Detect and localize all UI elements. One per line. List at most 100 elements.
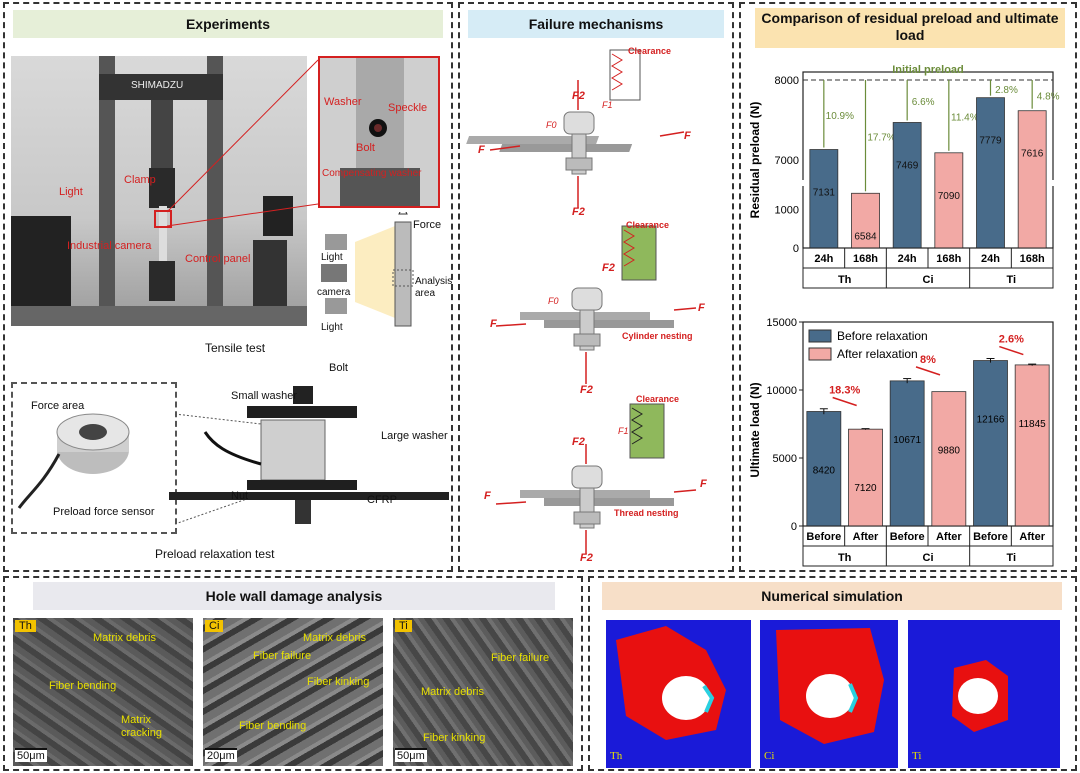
- fiber-kinking-label-ti: Fiber kinking: [423, 732, 486, 744]
- scale-bar-ti: 50μm: [395, 748, 427, 762]
- preload-sensor-label: Preload force sensor: [53, 506, 155, 518]
- category-label: 24h: [814, 253, 833, 265]
- hole-wall-title: Hole wall damage analysis: [33, 582, 555, 610]
- small-washer-label: Small washer: [231, 390, 298, 402]
- force-f2-label-1: F2: [572, 90, 585, 102]
- percent-label: 10.9%: [826, 111, 854, 122]
- washer-label: Washer: [324, 96, 362, 108]
- legend-label: After relaxation: [837, 347, 918, 361]
- drop-arrow: [999, 345, 1024, 356]
- specimen-zoom-photo: Washer Speckle Bolt Compensating washer: [318, 56, 440, 208]
- fiber-bending-label-ci: Fiber bending: [239, 720, 307, 732]
- matrix-debris-label-ti: Matrix debris: [421, 686, 484, 698]
- ytick-label: 15000: [766, 317, 797, 329]
- fiber-failure-label-ci: Fiber failure: [253, 650, 312, 662]
- bolt-label: Bolt: [356, 142, 375, 154]
- force-f1-label-1: F1: [602, 100, 613, 110]
- force-f-label-right-3: F: [700, 478, 707, 490]
- force-f-label-left-3: F: [484, 490, 491, 502]
- fiber-failure-label-ti: Fiber failure: [491, 652, 550, 664]
- failure-panel: Failure mechanisms: [458, 2, 734, 572]
- residual-preload-chart: Initial preload713110.9%658417.7%74696.6…: [748, 64, 1060, 289]
- simulation-ci: Ci: [760, 620, 898, 768]
- camera-label: camera: [317, 287, 351, 298]
- group-label: Ti: [1007, 552, 1017, 564]
- bolted-joint-drawing: [169, 386, 449, 525]
- ytick-label: 1000: [775, 204, 799, 216]
- ytick-label: 0: [793, 243, 799, 255]
- force-f2-label-bottom-1: F2: [572, 206, 585, 218]
- sem-tag-ti: Ti: [395, 620, 412, 632]
- bar: [1017, 110, 1047, 249]
- category-label: 168h: [936, 253, 961, 265]
- hole-wall-panel: Hole wall damage analysis Th Matrix debr…: [3, 576, 583, 771]
- bar-value-label: 8420: [813, 465, 836, 476]
- sem-tag-th: Th: [15, 620, 36, 632]
- scale-bar-ci: 20μm: [205, 748, 237, 762]
- scale-bar-th: 50μm: [15, 748, 47, 762]
- percent-label: 2.6%: [999, 334, 1024, 346]
- comparison-panel: Comparison of residual preload and ultim…: [739, 2, 1077, 572]
- experiments-title: Experiments: [13, 10, 443, 38]
- light-label: Light: [59, 186, 83, 198]
- clamp-label: Clamp: [124, 174, 156, 186]
- force-f-label-left-2: F: [490, 318, 497, 330]
- simulation-tag-th: Th: [610, 750, 623, 762]
- force-f0-label-2: F0: [548, 296, 559, 306]
- group-label: Ti: [1007, 274, 1017, 286]
- ytick-label: 0: [791, 521, 797, 533]
- bar: [1014, 364, 1050, 527]
- bar-value-label: 6584: [854, 231, 877, 242]
- y-axis-label: Residual preload (N): [748, 102, 762, 219]
- comparison-title: Comparison of residual preload and ultim…: [755, 8, 1065, 48]
- percent-label: 6.6%: [912, 97, 935, 108]
- tensile-machine-photo: SHIMADZU Clamp Light Industrial camera C…: [11, 56, 307, 326]
- ytick-label: 8000: [775, 75, 799, 87]
- bar: [889, 380, 925, 527]
- force-f0-label-1: F0: [546, 120, 557, 130]
- light-bottom-label: Light: [321, 322, 343, 333]
- numerical-title: Numerical simulation: [602, 582, 1062, 610]
- ytick-label: 5000: [773, 453, 797, 465]
- bar-value-label: 7131: [813, 188, 836, 199]
- drop-arrow: [832, 396, 857, 407]
- force-f2-label-bottom-3: F2: [580, 552, 593, 564]
- sem-image-ti: Ti Fiber failure Matrix debris Fiber kin…: [393, 618, 573, 766]
- bar: [931, 391, 967, 527]
- light-top-label: Light: [321, 252, 343, 263]
- comp-washer-label: Compensating washer: [322, 168, 422, 179]
- bar: [851, 192, 880, 249]
- mechanism-clearance: [466, 49, 685, 208]
- legend-swatch: [808, 347, 832, 361]
- legend-label: Before relaxation: [837, 329, 928, 343]
- percent-label: 4.8%: [1037, 91, 1060, 102]
- matrix-cracking-label-th: Matrix cracking: [121, 714, 162, 739]
- category-label: After: [1019, 531, 1045, 543]
- percent-label: 18.3%: [829, 384, 860, 396]
- matrix-debris-label-ci: Matrix debris: [303, 632, 366, 644]
- bar: [892, 122, 922, 249]
- bar: [976, 97, 1005, 249]
- bar-value-label: 7090: [938, 191, 961, 202]
- bar: [809, 149, 839, 249]
- large-washer-label: Large washer: [381, 430, 448, 442]
- category-label: 24h: [898, 253, 917, 265]
- force-f2-label-3: F2: [572, 436, 585, 448]
- simulation-ci-drawing: [776, 628, 884, 744]
- percent-label: 17.7%: [867, 133, 895, 144]
- group-label: Th: [838, 274, 852, 286]
- analysis-area-label: Analysis area: [415, 276, 453, 299]
- group-label: Ci: [923, 552, 934, 564]
- sem-image-th: Th Matrix debris Fiber bending Matrix cr…: [13, 618, 193, 766]
- bar-value-label: 7120: [854, 483, 877, 494]
- category-label: 168h: [1020, 253, 1045, 265]
- nut-label: Nut: [231, 490, 249, 502]
- bar: [973, 360, 1008, 527]
- fiber-bending-label-th: Fiber bending: [49, 680, 117, 692]
- bar-value-label: 9880: [938, 446, 961, 457]
- axis-break: [799, 180, 1057, 186]
- bolt-top-label: Bolt: [329, 362, 348, 374]
- drop-arrow: [915, 366, 941, 376]
- dic-setup-diagram: [321, 212, 414, 327]
